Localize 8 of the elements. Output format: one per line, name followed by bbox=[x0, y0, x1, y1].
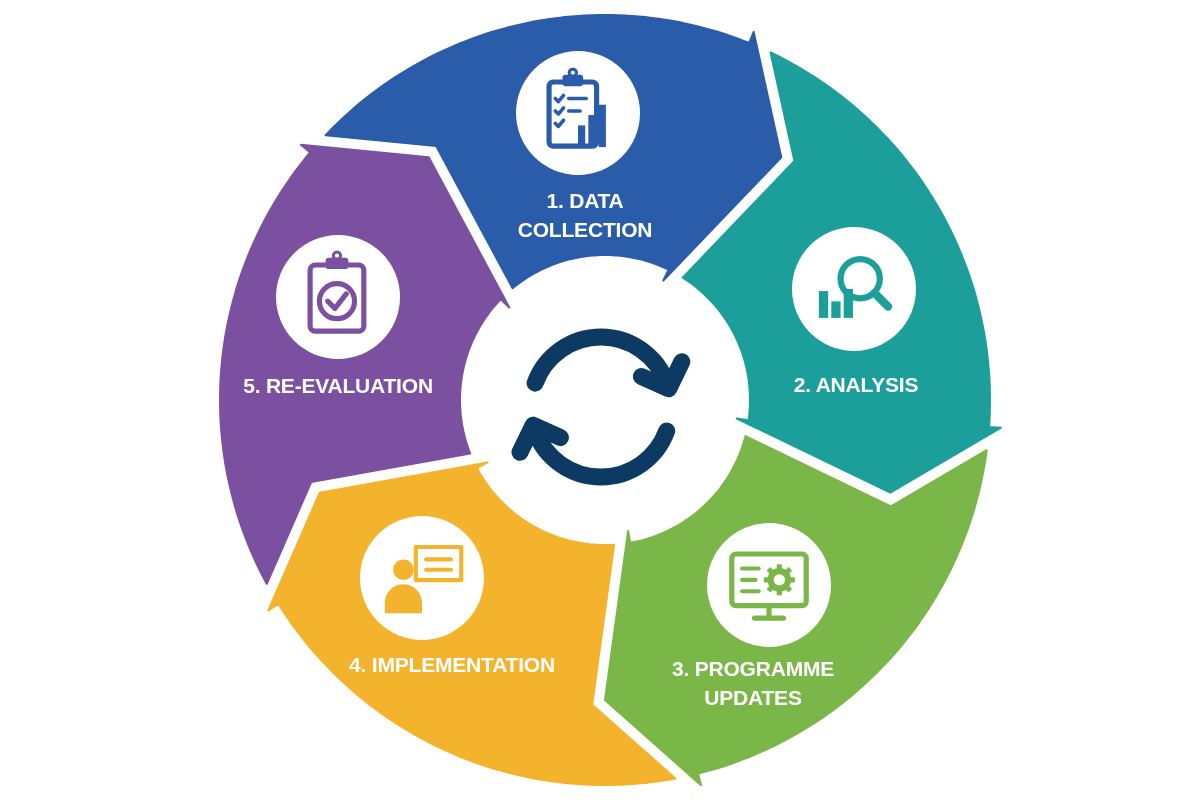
arrow-segment bbox=[605, 436, 987, 786]
step-label: 3. PROGRAMME UPDATES bbox=[671, 656, 835, 711]
step-label: 2. ANALYSIS bbox=[793, 371, 919, 398]
arrow-segment bbox=[220, 144, 510, 584]
step-label: 4. IMPLEMENTATION bbox=[349, 651, 555, 678]
arrow-segment bbox=[682, 52, 1002, 493]
step-label: 1. DATA COLLECTION bbox=[517, 188, 653, 243]
step-label: 5. RE-EVALUATION bbox=[243, 372, 433, 399]
